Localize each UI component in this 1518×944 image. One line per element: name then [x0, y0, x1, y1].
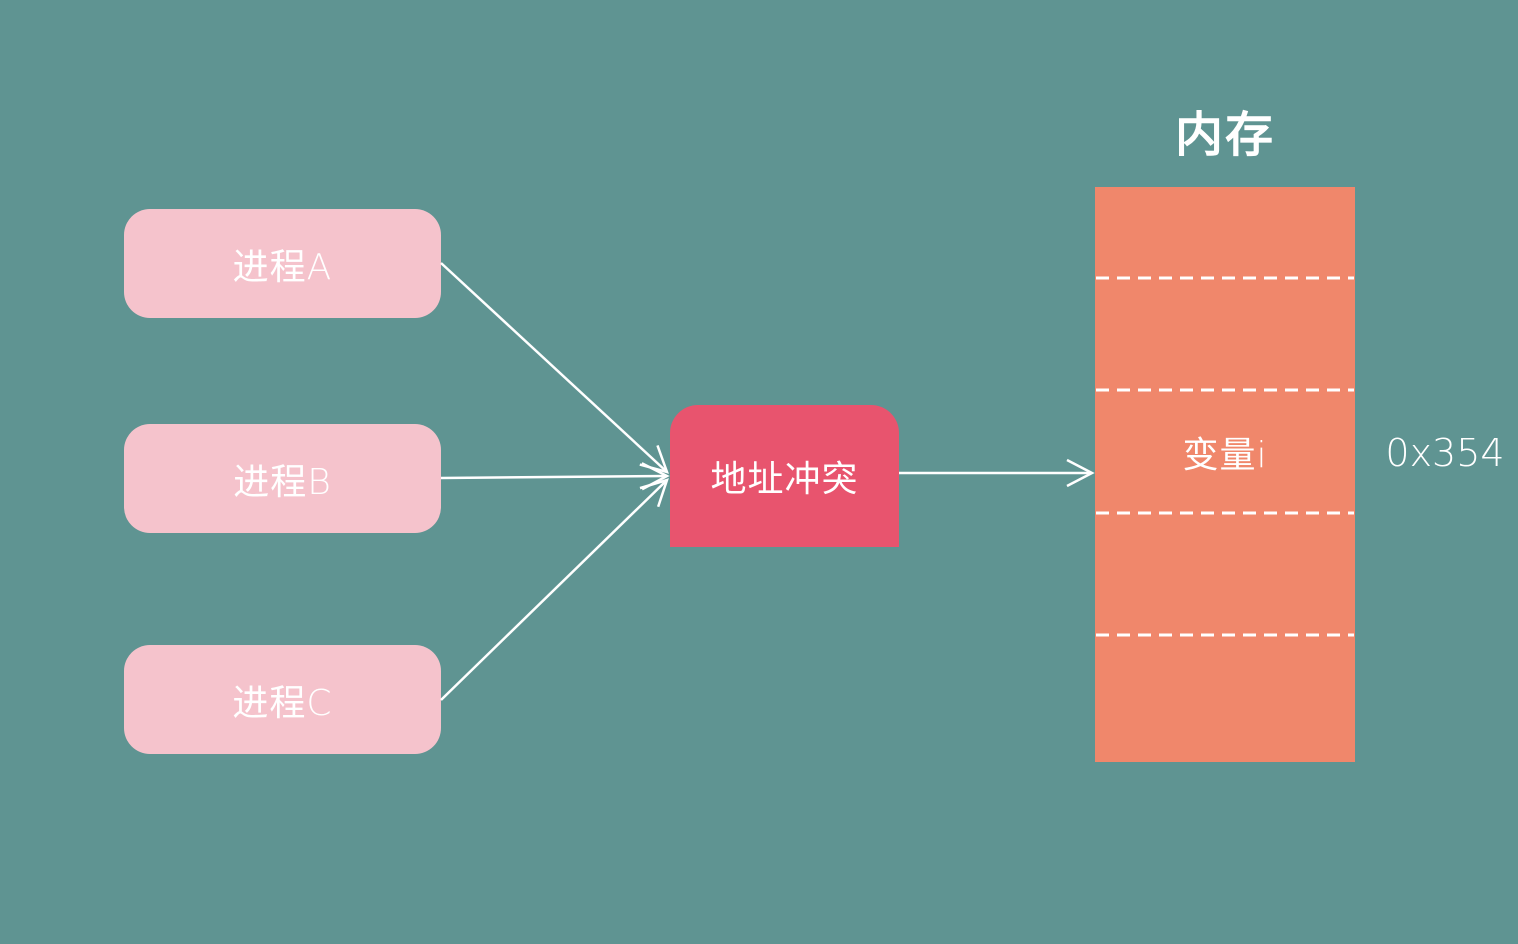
arrow-process-b-to-conflict: [440, 462, 670, 491]
arrow-process-a-to-conflict: [440, 262, 669, 474]
memory-title-label: 内存: [1174, 107, 1275, 163]
memory-title: 内存: [1095, 100, 1355, 163]
process-b-label: 进程B: [233, 461, 332, 503]
memory-column: 变量i: [1095, 187, 1355, 762]
conflict-label: 地址冲突: [710, 459, 859, 500]
process-box-c: 进程C: [124, 645, 441, 754]
process-box-b: 进程B: [124, 424, 441, 533]
conflict-box: 地址冲突: [670, 405, 899, 547]
memory-cell-variable: 变量i: [1095, 390, 1355, 513]
process-c-label: 进程C: [232, 682, 333, 724]
process-a-label: 进程A: [232, 246, 333, 288]
address-label: 0x354: [1385, 431, 1505, 475]
process-box-a: 进程A: [124, 209, 441, 318]
variable-label: 变量i: [1182, 434, 1268, 476]
arrow-process-c-to-conflict: [440, 478, 669, 701]
